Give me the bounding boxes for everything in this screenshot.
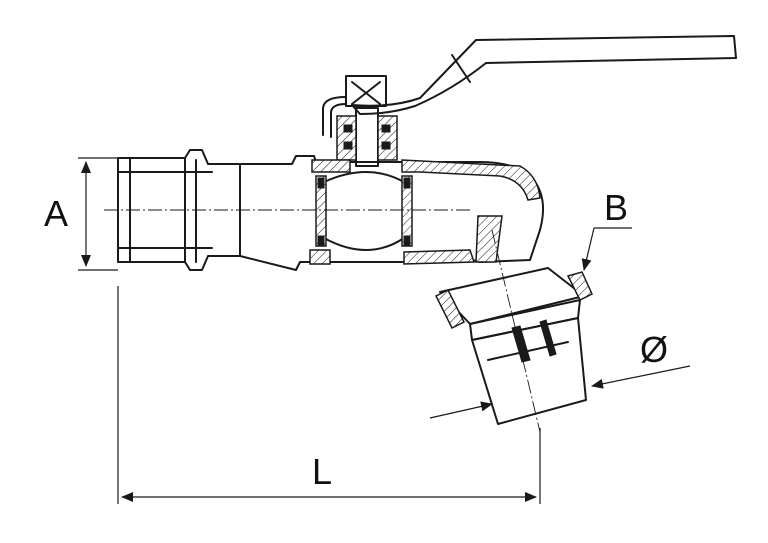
dimension-l [117,286,541,504]
valve-body [239,155,545,271]
label-l: L [312,451,332,492]
valve-stem [336,107,398,167]
ball [315,171,413,251]
dimension-diameter [429,365,691,419]
lever-handle [351,35,737,115]
dimension-a [78,157,118,271]
hose-connector [434,267,593,425]
stem-nut [322,75,387,138]
label-b: B [604,187,628,228]
outlet-centerline [491,229,541,433]
label-diameter: Ø [640,329,668,370]
dimension-b-leader [581,227,632,271]
label-a: A [44,193,68,234]
